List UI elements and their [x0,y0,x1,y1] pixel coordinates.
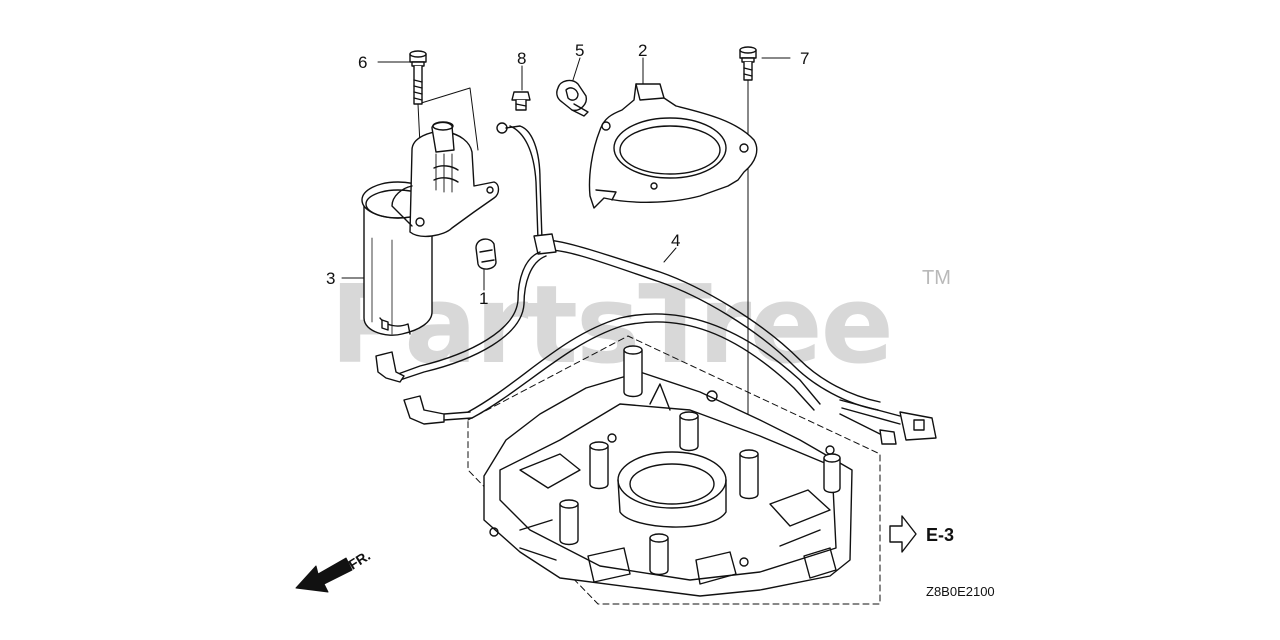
page-reference[interactable]: E-3 [926,525,955,545]
drawing-code: Z8B0E2100 [926,584,995,599]
starter-motor-3 [361,121,500,336]
watermark-trademark: TM [922,267,951,289]
bolt-7 [739,46,757,81]
grommet-1 [475,238,497,270]
callout-7: 7 [800,49,810,68]
callout-8: 8 [517,49,527,68]
callout-4: 4 [671,231,681,250]
crankcase-housing [467,335,881,605]
callout-3: 3 [326,269,336,288]
front-direction-arrow-icon [295,557,353,593]
starter-shield-2 [588,83,758,209]
callout-1: 1 [479,289,489,308]
callout-5: 5 [575,41,585,60]
callout-6: 6 [358,53,368,72]
outline-arrow-right-icon [889,515,917,553]
starter-cable-4 [375,122,937,445]
callout-2: 2 [638,41,648,60]
clip-5 [556,79,589,117]
screw-8 [511,91,531,111]
bolt-6 [409,50,427,105]
